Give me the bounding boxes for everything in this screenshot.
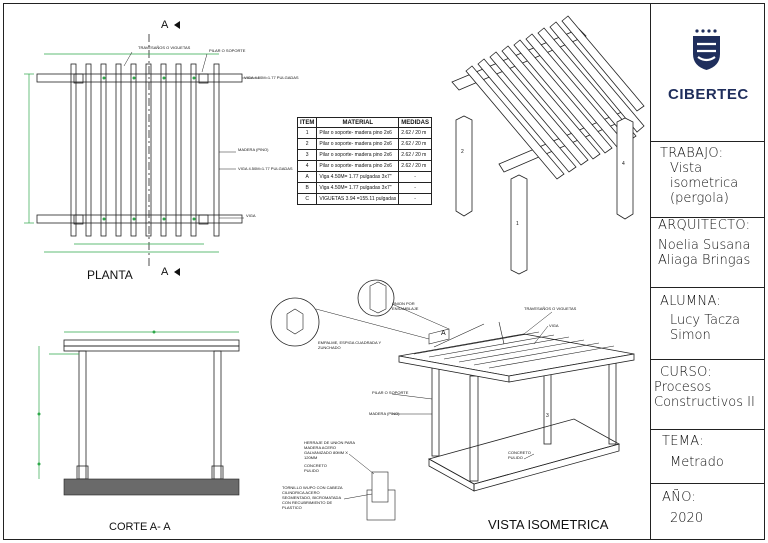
trabajo-cell: TRABAJO: Vista isometrica (pergola) [650, 142, 764, 218]
table-header-row: ITEM MATERIAL MEDIDAS [296, 117, 432, 128]
table-row: 2 Pilar o soporte- madera pino 2x6 2.62 … [296, 138, 432, 150]
alumna-value: Lucy Tacza Simon [670, 313, 740, 343]
iso-note-concreto2: CONCRETO PULIDO [508, 450, 531, 460]
table-cell-item: A [296, 171, 318, 183]
section-mark-top: A [161, 19, 169, 31]
plan-note-viga3: VIGA [246, 213, 256, 218]
table-header-medidas: MEDIDAS [398, 117, 432, 128]
table-row: 3 Pilar o soporte- madera pino 2x6 2.62 … [296, 149, 432, 161]
table-cell-material: Pilar o soporte- madera pino 2x6 [316, 160, 400, 172]
tema-value: Metrado [670, 455, 724, 470]
logo-cell: CIBERTEC [650, 4, 764, 142]
tema-label: TEMA: [662, 434, 704, 449]
table-cell-item: B [296, 182, 318, 194]
drawing-area: A A PLANTA CORTE A- A VISTA ISOMETRICA T… [4, 4, 651, 539]
table-header-item: ITEM [296, 117, 318, 128]
table-row: B Viga 4.50M= 1.77 pulgadas 3x7" - [296, 182, 432, 194]
arquitecto-cell: ARQUITECTO: Noelia Susana Aliaga Bringas [650, 218, 764, 288]
tema-cell: TEMA: Metrado [650, 430, 764, 484]
table-row: A Viga 4.50M= 1.77 pulgadas 3x7" - [296, 171, 432, 183]
table-cell-item: C [296, 193, 318, 205]
plan-note-pilar: PILAR O SOPORTE [209, 48, 246, 53]
table-row: 4 Pilar o soporte- madera pino 2x6 2.62 … [296, 160, 432, 172]
table-cell-material: Viga 4.50M= 1.77 pulgadas 3x7" [316, 182, 400, 194]
iso-note-madera: MADERA (PINO) [369, 411, 400, 416]
table-cell-material: VIGUETAS 3.94 =155.11 pulgadas [316, 193, 400, 205]
curso-value: Procesos Constructivos II [654, 380, 755, 410]
iso-note-viga: VIGA [549, 323, 559, 328]
iso-note-concreto1: CONCRETO PULIDO [304, 463, 327, 473]
anio-cell: AÑO: 2020 [650, 484, 764, 539]
iso-note-pilar: PILAR O SOPORTE [372, 390, 409, 395]
table-cell-medida: - [398, 171, 432, 183]
table-cell-item: 1 [296, 127, 318, 139]
table-cell-medida: 2.62 / 20 m [398, 149, 432, 161]
plan-title: PLANTA [87, 268, 133, 282]
trabajo-label: TRABAJO: [660, 146, 724, 161]
table-cell-medida: - [398, 193, 432, 205]
section-title: CORTE A- A [109, 521, 171, 533]
plan-note-viga2: VIGA 4.50M=1.77 PULGADAS [238, 166, 293, 171]
alumna-cell: ALUMNA: Lucy Tacza Simon [650, 288, 764, 360]
table-cell-material: Pilar o soporte- madera pino 2x6 [316, 149, 400, 161]
anio-label: AÑO: [662, 490, 697, 505]
arquitecto-label: ARQUITECTO: [658, 218, 751, 233]
arquitecto-value: Noelia Susana Aliaga Bringas [658, 238, 751, 268]
plan-note-viga1: VIGA 4.50M=1.77 PULGADAS [244, 75, 299, 80]
table-cell-material: Pilar o soporte- madera pino 2x6 [316, 138, 400, 150]
isometric-title: VISTA ISOMETRICA [488, 517, 609, 532]
table-cell-item: 4 [296, 160, 318, 172]
cibertec-shield-icon [693, 29, 720, 70]
table-row: C VIGUETAS 3.94 =155.11 pulgadas - [296, 193, 432, 205]
alumna-label: ALUMNA: [660, 294, 722, 309]
table-cell-medida: 2.62 / 20 m [398, 127, 432, 139]
iso-note-empalme: EMPALME, ESPIGA CUADRADA Y ZUNCHADO [318, 340, 382, 350]
post-number-4: 4 [622, 161, 625, 167]
iso-note-herraje: HERRAJE DE UNION PARA MADERA ACERO GALVA… [304, 440, 355, 460]
plan-view-drawing [24, 15, 645, 521]
post-number-3: 3 [546, 413, 549, 419]
anio-value: 2020 [670, 511, 704, 526]
post-number-2: 2 [461, 149, 464, 155]
curso-cell: CURSO: Procesos Constructivos II [650, 360, 764, 430]
section-mark-bottom: A [161, 266, 169, 278]
table-cell-material: Viga 4.50M= 1.77 pulgadas 3x7" [316, 171, 400, 183]
iso-note-union: UNION POR ENSAMBLAJE [392, 301, 419, 311]
table-cell-item: 3 [296, 149, 318, 161]
table-cell-medida: - [398, 182, 432, 194]
plan-note-madera: MADERA (PINO) [238, 147, 269, 152]
table-cell-medida: 2.62 / 20 m [398, 160, 432, 172]
iso-label-a: A [441, 330, 446, 337]
drawing-sheet: A A PLANTA CORTE A- A VISTA ISOMETRICA T… [3, 3, 765, 540]
table-cell-material: Pilar o soporte- madera pino 2x6 [316, 127, 400, 139]
table-cell-item: 2 [296, 138, 318, 150]
trabajo-value: Vista isometrica (pergola) [670, 161, 739, 206]
logo-text: CIBERTEC [668, 86, 749, 103]
iso-note-travesanos: TRAVESAÑOS O VIGUETAS [524, 306, 577, 311]
iso-note-tornillo: TORNILLO WUPO CON CABEZA CILINDRICA ACER… [282, 485, 343, 510]
table-header-material: MATERIAL [316, 117, 400, 128]
table-row: 1 Pilar o soporte- madera pino 2x6 2.62 … [296, 127, 432, 139]
curso-label: CURSO: [660, 365, 713, 380]
post-number-1: 1 [516, 221, 519, 227]
materials-table: ITEM MATERIAL MEDIDAS 1 Pilar o soporte-… [296, 117, 432, 205]
plan-note-travesanos: TRAVESAÑOS O VIGUETAS [138, 45, 191, 50]
table-cell-medida: 2.62 / 20 m [398, 138, 432, 150]
title-block: CIBERTEC TRABAJO: Vista isometrica (perg… [650, 4, 764, 539]
